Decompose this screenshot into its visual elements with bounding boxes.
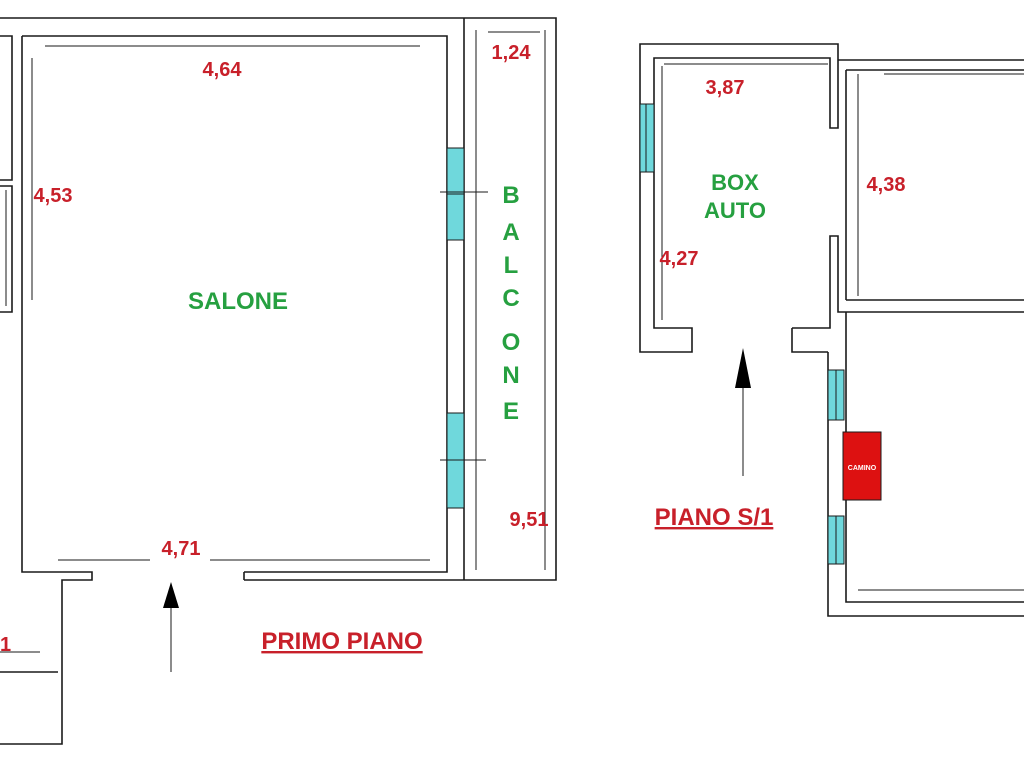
salone-width-bottom: 4,71 xyxy=(162,538,201,560)
balcone-letter: O xyxy=(502,329,521,356)
balcone-label: B A L C O N E xyxy=(502,182,521,425)
balcone-letter: E xyxy=(503,398,519,425)
balcone-width: 1,24 xyxy=(492,42,532,64)
balcone-letter: L xyxy=(504,252,519,279)
right-room-depth: 4,38 xyxy=(867,174,906,196)
box-auto-label-line1: BOX xyxy=(711,170,759,195)
basement-walls xyxy=(639,43,1024,617)
fireplace-label: CAMINO xyxy=(848,465,877,472)
first-floor-title: PRIMO PIANO xyxy=(261,628,422,655)
balcone-letter: A xyxy=(502,219,519,246)
window-box-auto xyxy=(639,103,655,173)
entrance-arrow-basement xyxy=(735,348,751,476)
balcone-letter: N xyxy=(502,362,519,389)
salone-width-top: 4,64 xyxy=(203,59,243,81)
entrance-arrow-first-floor xyxy=(163,582,179,672)
first-floor-windows xyxy=(440,147,488,509)
box-auto-label-line2: AUTO xyxy=(704,198,766,223)
basement-title: PIANO S/1 xyxy=(655,504,774,531)
salone-label: SALONE xyxy=(188,288,288,315)
balcone-letter: B xyxy=(502,182,519,209)
balcone-letter: C xyxy=(502,285,519,312)
balcone-length: 9,51 xyxy=(510,509,549,531)
fireplace: CAMINO xyxy=(842,431,882,501)
salone-depth: 4,53 xyxy=(34,185,73,207)
cut-dimension: 1 xyxy=(0,634,11,656)
box-auto-depth: 4,27 xyxy=(660,248,699,270)
box-auto-width: 3,87 xyxy=(706,77,745,99)
first-floor-walls xyxy=(0,17,557,745)
basement-windows xyxy=(639,103,845,565)
